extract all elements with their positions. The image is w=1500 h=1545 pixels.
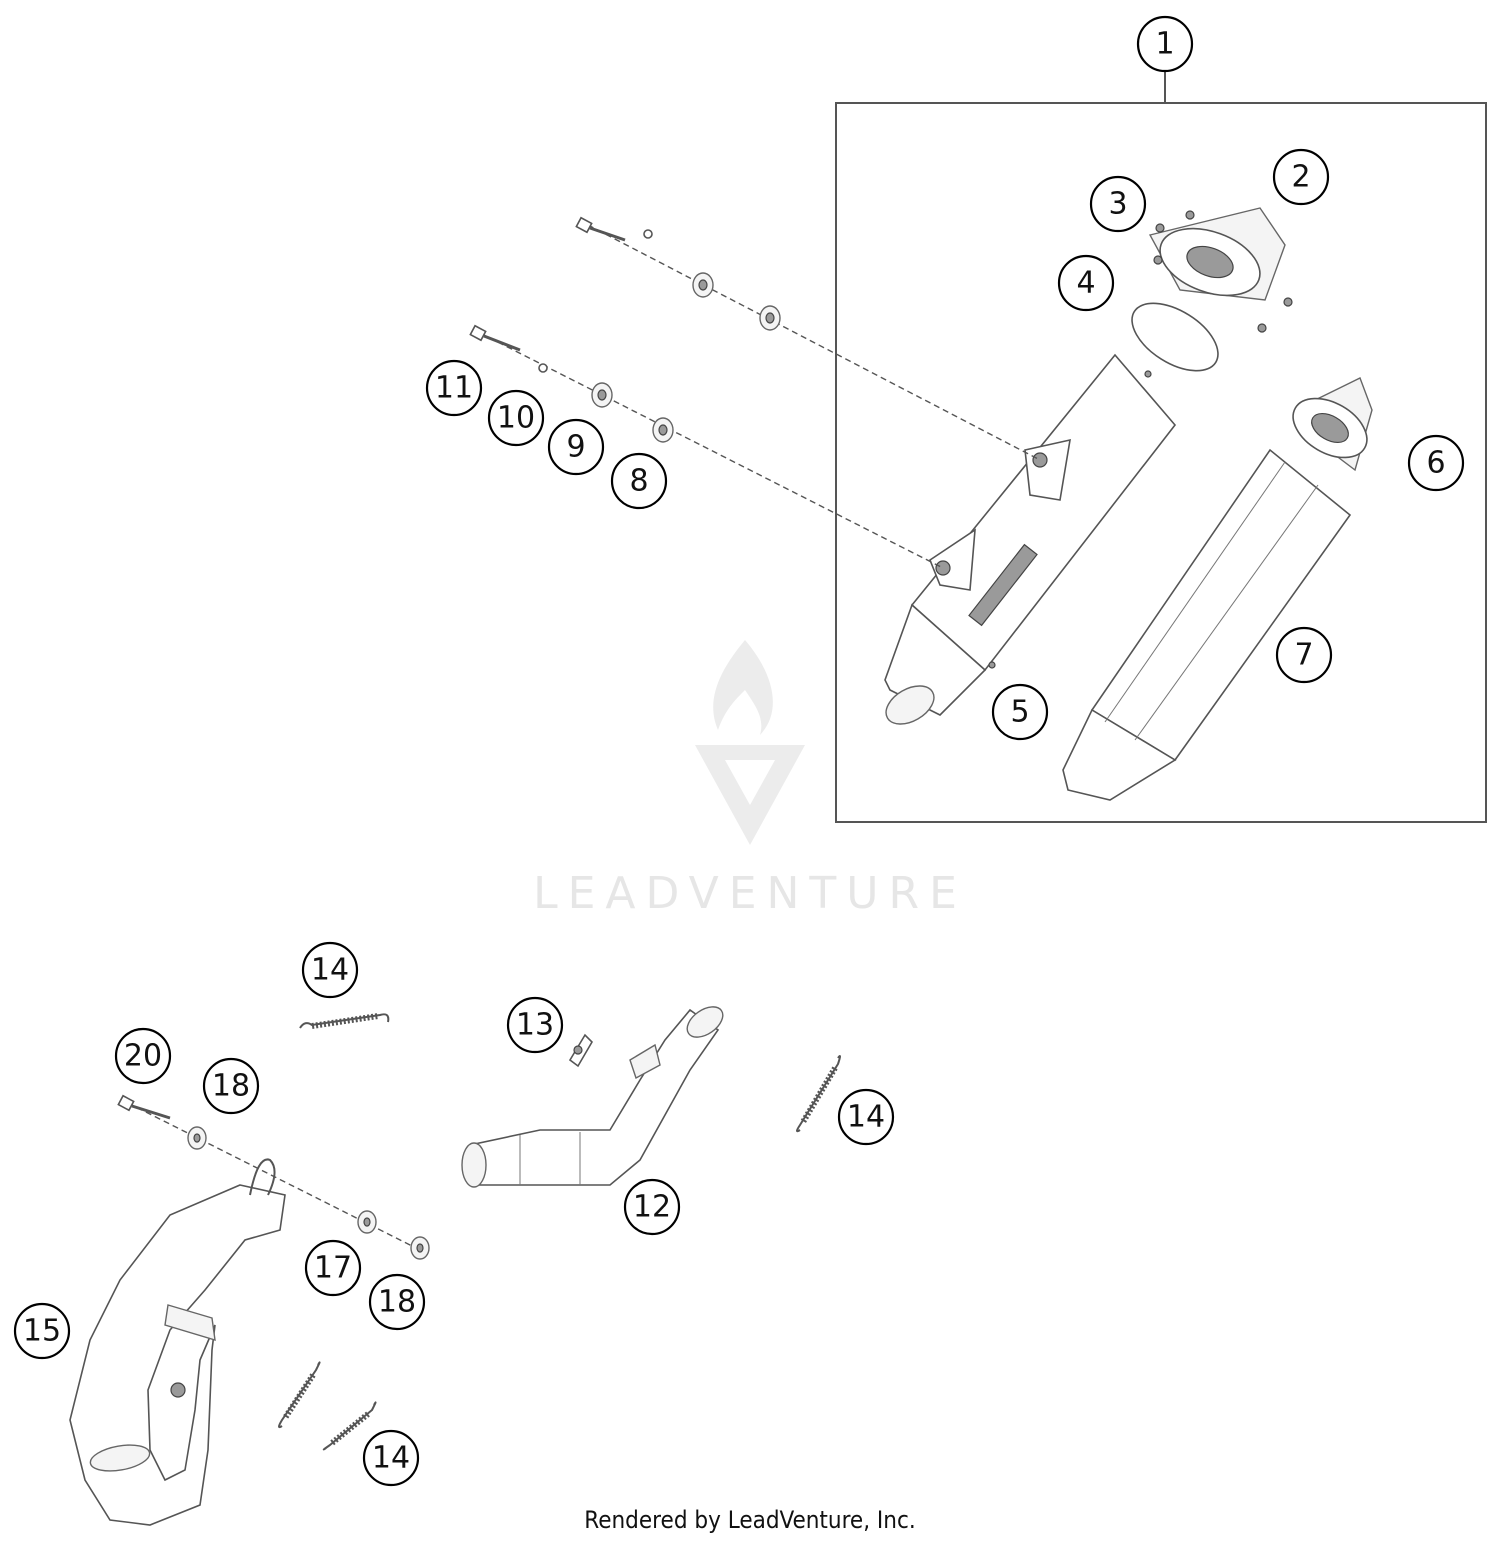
callout-17: 17 <box>304 1239 362 1297</box>
callout-label: 1 <box>1155 27 1174 62</box>
callout-label: 14 <box>847 1100 885 1135</box>
callout-label: 15 <box>23 1314 61 1349</box>
callout-5: 5 <box>991 683 1049 741</box>
leadventure-watermark: LEADVENTURE <box>533 640 967 919</box>
callout-label: 4 <box>1076 266 1095 301</box>
callout-label: 18 <box>378 1285 416 1320</box>
header-fastener-set <box>117 1094 430 1260</box>
callout-18-bottom: 18 <box>368 1273 426 1331</box>
callout-6: 6 <box>1407 434 1465 492</box>
spring-part <box>278 1361 321 1429</box>
callout-8: 8 <box>610 452 668 510</box>
gasket-ring-part <box>1131 302 1219 372</box>
callout-label: 2 <box>1291 160 1310 195</box>
callout-label: 11 <box>435 371 473 406</box>
callout-18-top: 18 <box>202 1057 260 1115</box>
spring-part <box>322 1401 377 1451</box>
callout-14-right: 14 <box>837 1088 895 1146</box>
callout-14-top: 14 <box>301 941 359 999</box>
callout-15: 15 <box>13 1302 71 1360</box>
callout-10: 10 <box>487 389 545 447</box>
header-pipe-part <box>69 1158 286 1526</box>
callout-12: 12 <box>623 1178 681 1236</box>
callout-2: 2 <box>1272 148 1330 206</box>
callout-label: 13 <box>516 1008 554 1043</box>
end-cap-part <box>1148 207 1293 333</box>
render-credit: Rendered by LeadVenture, Inc. <box>584 1506 916 1534</box>
callout-1: 1 <box>1136 15 1194 73</box>
v-logo-icon <box>695 745 805 845</box>
callout-label: 14 <box>372 1441 410 1476</box>
callout-3: 3 <box>1089 175 1147 233</box>
end-cap-cover-part <box>1292 377 1373 472</box>
callout-9: 9 <box>547 418 605 476</box>
callout-14-bottom: 14 <box>362 1429 420 1487</box>
callout-7: 7 <box>1275 626 1333 684</box>
callout-20: 20 <box>114 1027 172 1085</box>
callout-label: 14 <box>311 953 349 988</box>
connecting-pipe-part <box>461 1006 724 1188</box>
lower-fastener-set <box>469 324 944 569</box>
clamp-part <box>568 1033 594 1068</box>
silencer-sleeve-part <box>1062 448 1352 801</box>
callout-label: 12 <box>633 1190 671 1225</box>
callout-label: 18 <box>212 1069 250 1104</box>
callout-label: 6 <box>1426 446 1445 481</box>
upper-fastener-set <box>575 216 1041 461</box>
callout-label: 7 <box>1294 638 1313 673</box>
callout-label: 5 <box>1010 695 1029 730</box>
assembly-box <box>835 102 1487 823</box>
callout-label: 8 <box>629 464 648 499</box>
spring-part <box>299 1013 390 1029</box>
callout-label: 3 <box>1108 187 1127 222</box>
callout-label: 20 <box>124 1039 162 1074</box>
callout-label: 9 <box>566 430 585 465</box>
callout-13: 13 <box>506 996 564 1054</box>
watermark-brand: LEADVENTURE <box>533 868 967 919</box>
spring-part <box>796 1055 841 1133</box>
callout-4: 4 <box>1057 254 1115 312</box>
callout-label: 10 <box>497 401 535 436</box>
callout-11: 11 <box>425 359 483 417</box>
flame-logo-icon <box>713 640 773 735</box>
callout-label: 17 <box>314 1251 352 1286</box>
silencer-part <box>884 353 1177 725</box>
